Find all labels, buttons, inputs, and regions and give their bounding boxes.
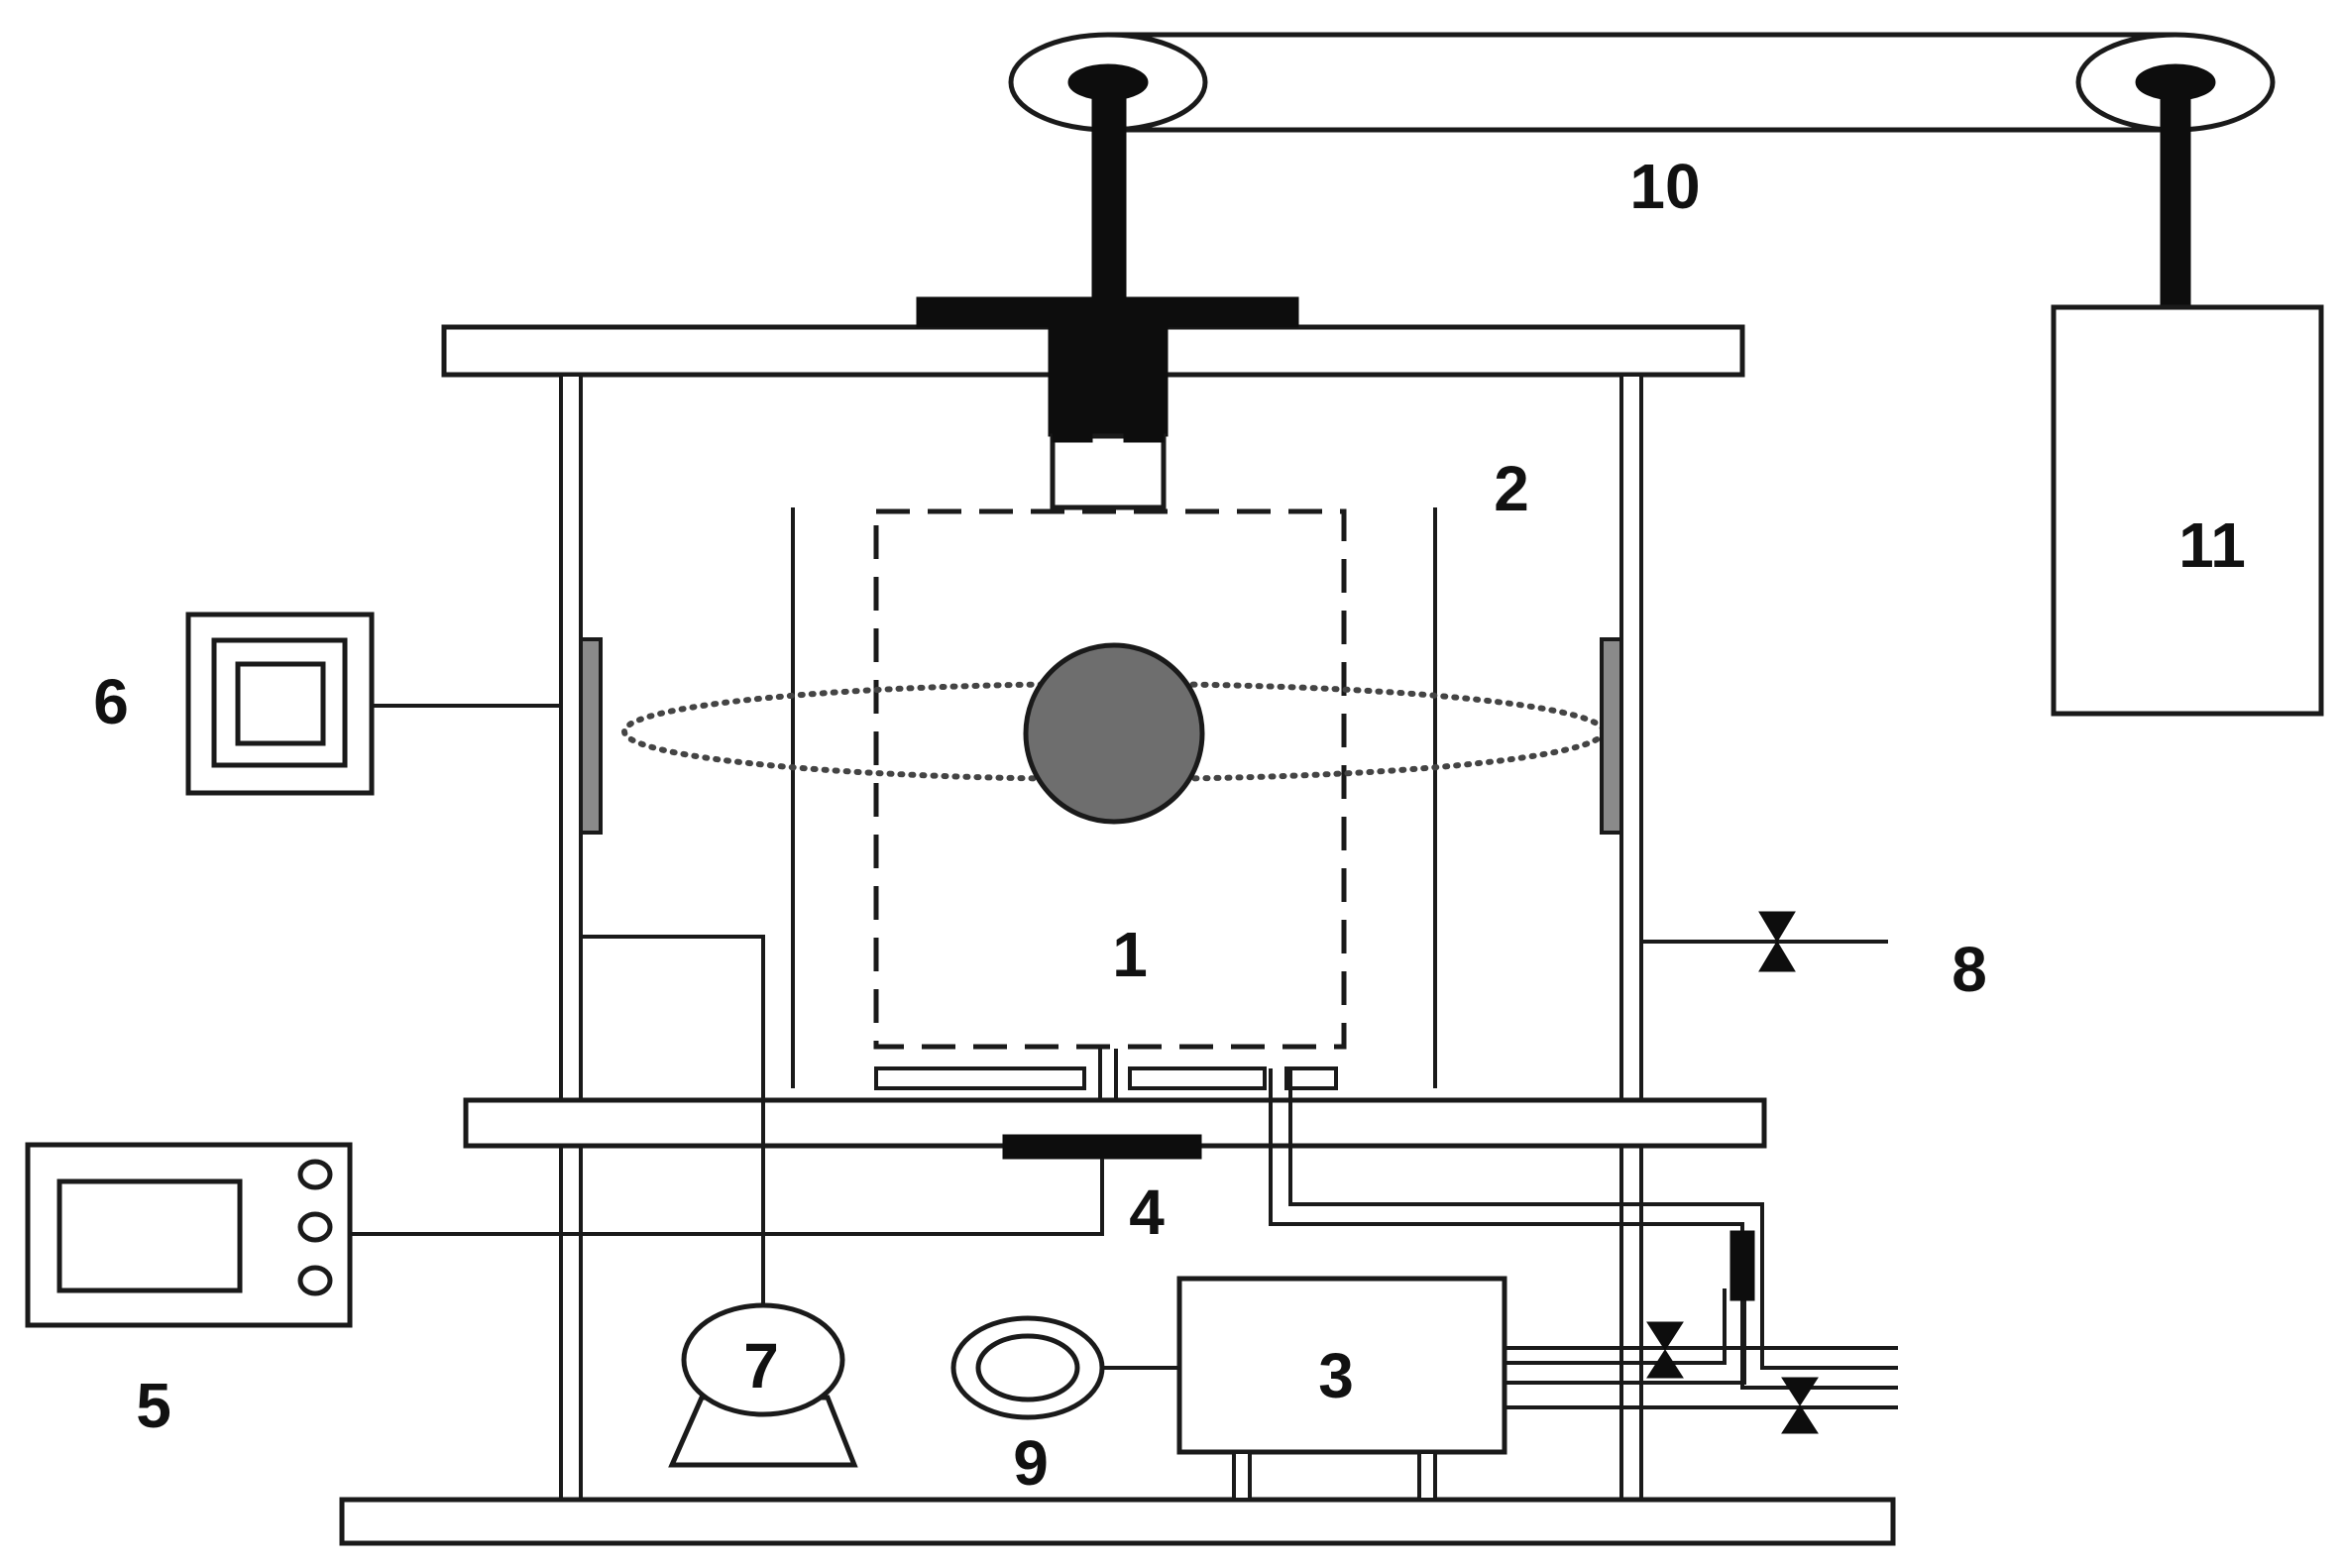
label-3: 3 (1318, 1340, 1354, 1411)
support-pad-left (874, 1066, 1086, 1090)
sample-holder (1050, 433, 1167, 510)
label-10: 10 (1629, 151, 1700, 222)
controller-knob-1 (297, 1159, 333, 1190)
load-sensor (1002, 1134, 1202, 1160)
label-9: 9 (1013, 1427, 1049, 1499)
top-assembly (441, 296, 1745, 510)
controller (25, 1142, 1104, 1328)
thermostat-leg-left (1232, 1450, 1252, 1502)
dashed-sample-zone (873, 508, 1347, 1050)
thermostat-leg-right (1417, 1450, 1437, 1502)
controller-knob-3 (297, 1265, 333, 1296)
belt-drive (1008, 32, 2276, 321)
label-4: 4 (1129, 1176, 1165, 1248)
drive-shaft (1091, 81, 1127, 321)
pipe-inner (1288, 1068, 1898, 1370)
controller-line (350, 1159, 1104, 1236)
label-5: 5 (136, 1370, 171, 1441)
support-pad-right (1284, 1066, 1338, 1090)
support-pad-mid (1128, 1066, 1267, 1090)
lower-plate-group (463, 1049, 1767, 1160)
monitor (185, 612, 561, 796)
thermostat-box (1176, 1276, 1507, 1455)
label-8: 8 (1951, 934, 1987, 1005)
pipe-return-bottom (1505, 1288, 1746, 1385)
bearing-flange (916, 296, 1299, 328)
left-post (559, 373, 583, 1502)
controller-display (56, 1178, 243, 1293)
valve-b-icon (1781, 1377, 1819, 1434)
pump-line (581, 935, 765, 1306)
pressure-gauge (950, 1315, 1179, 1420)
right-sensor-plate (1600, 637, 1623, 835)
pump-base (668, 1395, 858, 1468)
monitor-screen (235, 661, 326, 746)
gas-inlet (1641, 911, 1888, 972)
gas-valve-icon (1758, 911, 1796, 972)
motor-shaft (2160, 81, 2191, 311)
sample-sphere (1023, 642, 1205, 825)
right-post (1619, 373, 1643, 1502)
valve-a-icon (1646, 1321, 1684, 1379)
flow-meter (1729, 1230, 1755, 1301)
vacuum-pump (581, 935, 858, 1468)
pump-body (681, 1302, 845, 1417)
holder-lug-right (1123, 413, 1165, 443)
motor-box (2051, 304, 2324, 717)
label-6: 6 (93, 666, 129, 737)
pipe-return-top (1505, 1288, 1727, 1365)
label-7: 7 (743, 1330, 779, 1401)
label-11: 11 (2178, 509, 2246, 581)
controller-knob-2 (297, 1211, 333, 1243)
label-1: 1 (1112, 919, 1148, 990)
piping (1176, 1068, 1898, 1502)
left-sensor-plate (579, 637, 603, 835)
gauge-inner (975, 1333, 1080, 1402)
chamber (579, 507, 1623, 1088)
frame (339, 373, 1896, 1546)
holder-lug-left (1052, 413, 1093, 443)
base-plate (339, 1497, 1896, 1546)
label-2: 2 (1494, 453, 1529, 524)
